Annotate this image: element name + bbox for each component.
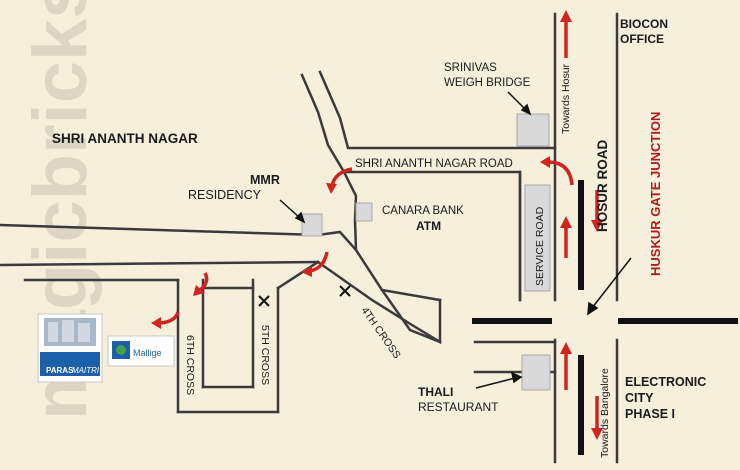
service-road-box [524, 184, 551, 292]
pointer-arrows [279, 91, 632, 389]
paras-maitri-word1: PARAS [46, 366, 74, 375]
arrow-main-road-curve [309, 251, 329, 273]
west-top-line [276, 260, 320, 290]
electronic-city-line2: CITY [625, 391, 654, 405]
arrow-head-bangalore [560, 342, 572, 354]
biocon-office-line2: OFFICE [620, 32, 664, 46]
atm-label: ATM [416, 219, 441, 233]
mmr-residency-box [301, 213, 323, 237]
arrow-ananth-nagar-curve [547, 160, 574, 186]
ananth-nagar-upper-edge [318, 70, 557, 150]
paras-mallige-logo: PARAS Mallige [107, 335, 175, 367]
4th-cross-road [380, 288, 442, 344]
biocon-office-line1: BIOCON [620, 17, 668, 31]
arrow-head-sixth [193, 285, 205, 296]
ananth-nagar-road-label: SHRI ANANTH NAGAR ROAD [355, 158, 513, 170]
weigh-bridge-line2: WEIGH BRIDGE [444, 77, 531, 89]
arrow-head-east-lane-s [591, 428, 603, 440]
weigh-bridge-box [516, 113, 550, 147]
towards-hosur-label: Towards Hosur [560, 63, 572, 134]
electronic-city-line1: ELECTRONIC [625, 375, 706, 389]
huskur-gate-label: HUSKUR GATE JUNCTION [648, 112, 663, 276]
arrow-head-towards-hosur [560, 10, 572, 22]
residency-label: RESIDENCY [188, 188, 262, 202]
hosur-road-label: HOSUR ROAD [595, 139, 610, 232]
hosur-median-south [578, 355, 584, 455]
paras-maitri-logo: PARAS MAITRI [37, 313, 103, 383]
arrow-head-ananth-nagar [540, 156, 550, 168]
shri-ananth-nagar-label: SHRI ANANTH NAGAR [52, 131, 198, 146]
mmr-label: MMR [250, 173, 280, 187]
fourth-cross-label: 4TH CROSS [359, 305, 403, 361]
paras-maitri-word2: MAITRI [72, 366, 100, 375]
main-road-west-upper [0, 223, 320, 237]
pointer-huskur [591, 257, 632, 309]
canara-bank-label: CANARA BANK [382, 205, 464, 217]
thali-label: THALI [418, 385, 453, 399]
pointer-thali [475, 377, 516, 389]
paras-mallige-word2: Mallige [133, 348, 162, 358]
x-mark-icon [339, 285, 351, 297]
hosur-median-north [578, 180, 584, 290]
service-road-label: SERVICE ROAD [534, 206, 546, 286]
ananth-nagar-road-south [342, 170, 522, 302]
junction-bars [472, 180, 738, 455]
paras-mallige-word1: PARAS [113, 360, 134, 366]
ananth-nagar-road-north [300, 73, 442, 302]
junction-bar-east [618, 318, 738, 324]
landmarks [301, 113, 551, 391]
restaurant-label: RESTAURANT [418, 400, 499, 414]
arrow-head-main-road [301, 266, 312, 277]
arrow-paras-curve [159, 311, 180, 325]
arrow-head-paras [151, 317, 161, 329]
thali-restaurant-box [521, 354, 551, 391]
main-road-to-4th-cross [316, 260, 442, 345]
main-road-west-lower [0, 260, 320, 267]
towards-bangalore-label: Towards Bangalore [599, 368, 611, 458]
fifth-cross-label: 5TH CROSS [259, 325, 271, 385]
arrow-head-mmr [326, 183, 337, 194]
arrow-head-east-lane [591, 220, 603, 232]
sixth-cross-label: 6TH CROSS [184, 335, 196, 395]
arrow-sixth-curve [198, 272, 209, 292]
x-mark-icon [258, 295, 270, 307]
pointer-mmr [279, 199, 301, 219]
canara-bank-box [355, 202, 373, 222]
arrow-head-median-n [560, 216, 572, 228]
electronic-city-line3: PHASE I [625, 407, 675, 421]
cross-markers [258, 285, 351, 307]
pointer-weigh-bridge [507, 91, 527, 111]
weigh-bridge-line1: SRINIVAS [444, 62, 497, 74]
junction-bar-west [472, 318, 552, 324]
direction-arrow-heads [151, 10, 603, 440]
ananth-road-curve [316, 230, 358, 252]
road-network [0, 12, 619, 464]
